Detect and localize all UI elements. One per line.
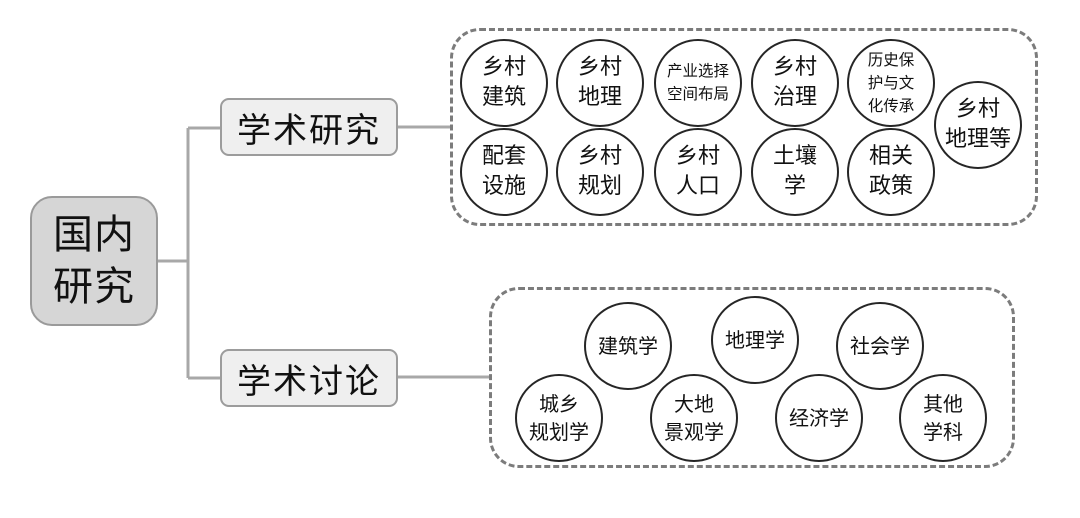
- root-node: 国内 研究: [30, 196, 158, 326]
- topic-node: 产业选择 空间布局: [654, 39, 742, 127]
- discipline-node: 其他 学科: [899, 374, 987, 462]
- topic-node: 乡村 人口: [654, 128, 742, 216]
- topic-node: 配套 设施: [460, 128, 548, 216]
- group-academic-discussion-disciplines: [489, 287, 1015, 468]
- discipline-node: 社会学: [836, 302, 924, 390]
- branch-academic-discussion: 学术讨论: [220, 349, 398, 407]
- topic-node: 历史保 护与文 化传承: [847, 39, 935, 127]
- discipline-node: 城乡 规划学: [515, 374, 603, 462]
- topic-node: 乡村 建筑: [460, 39, 548, 127]
- discipline-node: 建筑学: [584, 302, 672, 390]
- discipline-node: 地理学: [711, 296, 799, 384]
- discipline-node: 经济学: [775, 374, 863, 462]
- topic-node: 相关 政策: [847, 128, 935, 216]
- topic-node: 乡村 治理: [751, 39, 839, 127]
- group-academic-research-topics: [450, 28, 1038, 226]
- branch-academic-research: 学术研究: [220, 98, 398, 156]
- discipline-node: 大地 景观学: [650, 374, 738, 462]
- topic-node: 乡村 规划: [556, 128, 644, 216]
- topic-node: 乡村 地理等: [934, 81, 1022, 169]
- topic-node: 土壤 学: [751, 128, 839, 216]
- topic-node: 乡村 地理: [556, 39, 644, 127]
